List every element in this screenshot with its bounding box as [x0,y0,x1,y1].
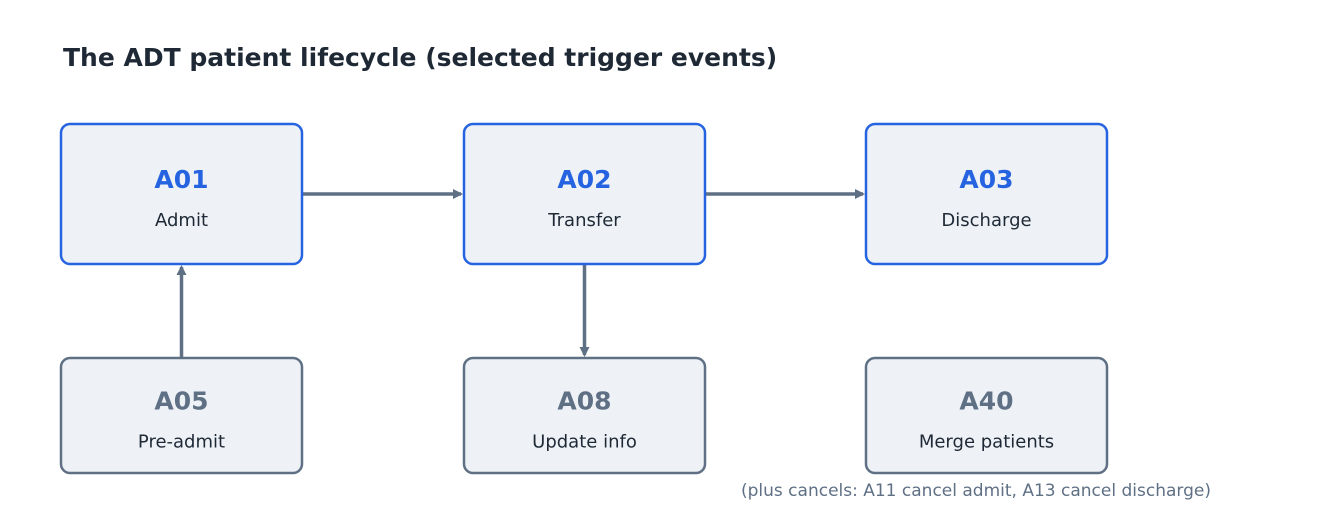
edges-layer [176,189,865,358]
node-code-a40: A40 [959,387,1013,416]
node-box-a03 [864,122,1109,266]
node-code-a01: A01 [154,165,208,194]
node-label-a40: Merge patients [919,432,1054,453]
node-label-a01: Admit [155,210,208,231]
diagram-title: The ADT patient lifecycle (selected trig… [63,43,777,72]
footnote-text: (plus cancels: A11 cancel admit, A13 can… [741,481,1211,501]
node-box-a08 [462,356,707,475]
node-code-a03: A03 [959,165,1013,194]
node-label-a03: Discharge [941,210,1031,231]
node-code-a05: A05 [154,387,208,416]
node-box-a05 [59,356,304,475]
node-box-a02 [462,122,707,266]
node-label-a08: Update info [532,432,637,453]
node-label-a02: Transfer [547,210,621,231]
node-label-a05: Pre-admit [138,432,225,453]
node-box-a01 [59,122,304,266]
node-box-a40 [864,356,1109,475]
node-code-a02: A02 [557,165,611,194]
node-code-a08: A08 [557,387,611,416]
